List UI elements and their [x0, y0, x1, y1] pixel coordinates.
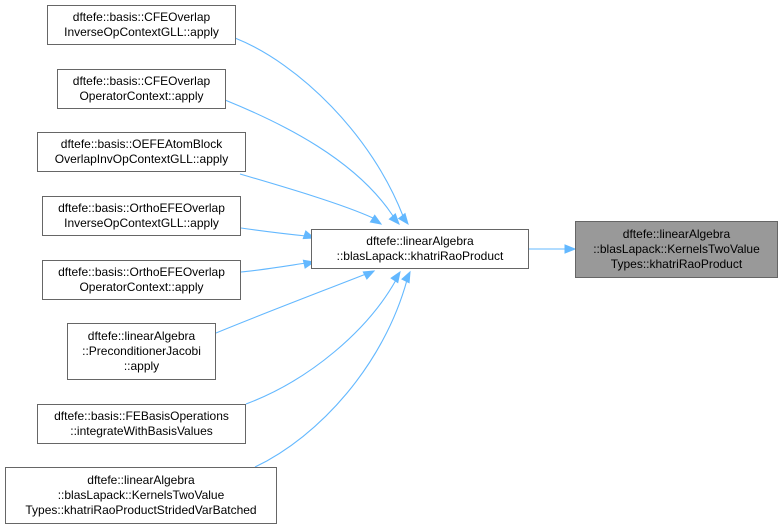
caller-node-1-label-line: InverseOpContextGLL::apply: [64, 25, 219, 39]
caller-node-1[interactable]: dftefe::basis::CFEOverlapInverseOpContex…: [47, 5, 236, 45]
caller-node-7-label-line: ::integrateWithBasisValues: [70, 424, 213, 438]
caller-node-1-label-line: dftefe::basis::CFEOverlap: [73, 10, 211, 24]
edge-caller-2: [224, 99, 400, 226]
target-node-label-line: ::blasLapack::KernelsTwoValue: [593, 242, 760, 256]
caller-node-7-box: [37, 404, 246, 444]
edge-caller-3: [239, 173, 383, 225]
caller-node-8[interactable]: dftefe::linearAlgebra::blasLapack::Kerne…: [5, 467, 277, 524]
caller-node-5-label-line: OperatorContext::apply: [79, 280, 203, 294]
caller-node-8-label-line: ::blasLapack::KernelsTwoValue: [58, 488, 225, 502]
caller-node-3[interactable]: dftefe::basis::OEFEAtomBlockOverlapInvOp…: [37, 132, 246, 172]
caller-node-8-label-line: Types::khatriRaoProductStridedVarBatched: [25, 503, 256, 517]
caller-node-3-label-line: OverlapInvOpContextGLL::apply: [55, 152, 228, 166]
caller-node-2-box: [57, 69, 226, 109]
edge-caller-3-line: [239, 173, 374, 219]
caller-node-6-box: [67, 323, 216, 380]
target-node[interactable]: dftefe::linearAlgebra::blasLapack::Kerne…: [575, 221, 778, 278]
caller-node-4-label-line: dftefe::basis::OrthoEFEOverlap: [58, 201, 225, 215]
edge-caller-8-line: [254, 279, 408, 468]
caller-node-4[interactable]: dftefe::basis::OrthoEFEOverlapInverseOpC…: [42, 196, 241, 236]
edge-caller-1-arrowhead: [397, 212, 409, 226]
edge-caller-5: [240, 259, 316, 273]
edge-caller-3-arrowhead: [369, 214, 383, 225]
edge-caller-7-line: [245, 279, 397, 405]
caller-node-3-label-line: dftefe::basis::OEFEAtomBlock: [61, 137, 223, 151]
edge-caller-7-arrowhead: [390, 270, 401, 284]
edge-caller-2-line: [224, 99, 394, 217]
caller-node-4-box: [42, 196, 241, 236]
caller-node-2[interactable]: dftefe::basis::CFEOverlapOperatorContext…: [57, 69, 226, 109]
edge-caller-1-line: [234, 37, 404, 217]
caller-node-2-label-line: dftefe::basis::CFEOverlap: [73, 74, 211, 88]
edge-center-to-target: [528, 244, 577, 254]
caller-node-7[interactable]: dftefe::basis::FEBasisOperations::integr…: [37, 404, 246, 444]
caller-node-6-label-line: ::PreconditionerJacobi: [82, 344, 201, 358]
nodes: dftefe::basis::CFEOverlapInverseOpContex…: [5, 5, 778, 524]
caller-node-8-label-line: dftefe::linearAlgebra: [87, 473, 195, 487]
caller-node-5-label-line: dftefe::basis::OrthoEFEOverlap: [58, 265, 225, 279]
caller-node-3-box: [37, 132, 246, 172]
center-node[interactable]: dftefe::linearAlgebra::blasLapack::khatr…: [311, 229, 529, 269]
edge-caller-6-arrowhead: [362, 270, 376, 280]
center-node-label-line: ::blasLapack::khatriRaoProduct: [337, 249, 504, 263]
caller-node-5-box: [42, 260, 241, 300]
edge-caller-4: [240, 227, 316, 240]
edge-caller-1: [234, 37, 409, 226]
edge-caller-8-arrowhead: [401, 270, 411, 284]
edge-caller-5-line: [240, 262, 307, 273]
target-node-box: [575, 221, 778, 278]
caller-node-6-label-line: ::apply: [124, 359, 159, 373]
center-node-box: [311, 229, 529, 269]
edge-center-to-target-arrowhead: [564, 244, 577, 254]
edge-caller-8: [254, 270, 411, 468]
target-node-label-line: Types::khatriRaoProduct: [611, 257, 743, 271]
edge-caller-6: [215, 270, 376, 334]
target-node-label-line: dftefe::linearAlgebra: [623, 227, 731, 241]
caller-node-7-label-line: dftefe::basis::FEBasisOperations: [54, 409, 229, 423]
edge-caller-6-line: [215, 273, 367, 334]
caller-node-1-box: [47, 5, 236, 45]
caller-node-6[interactable]: dftefe::linearAlgebra::PreconditionerJac…: [67, 323, 216, 380]
caller-node-2-label-line: OperatorContext::apply: [79, 89, 203, 103]
caller-node-5[interactable]: dftefe::basis::OrthoEFEOverlapOperatorCo…: [42, 260, 241, 300]
caller-node-4-label-line: InverseOpContextGLL::apply: [64, 216, 219, 230]
caller-node-6-label-line: dftefe::linearAlgebra: [88, 329, 196, 343]
edge-caller-7: [245, 270, 401, 405]
edge-caller-2-arrowhead: [388, 213, 400, 226]
edge-caller-4-line: [240, 227, 307, 237]
center-node-label-line: dftefe::linearAlgebra: [366, 234, 474, 248]
caller-node-8-box: [5, 467, 277, 524]
